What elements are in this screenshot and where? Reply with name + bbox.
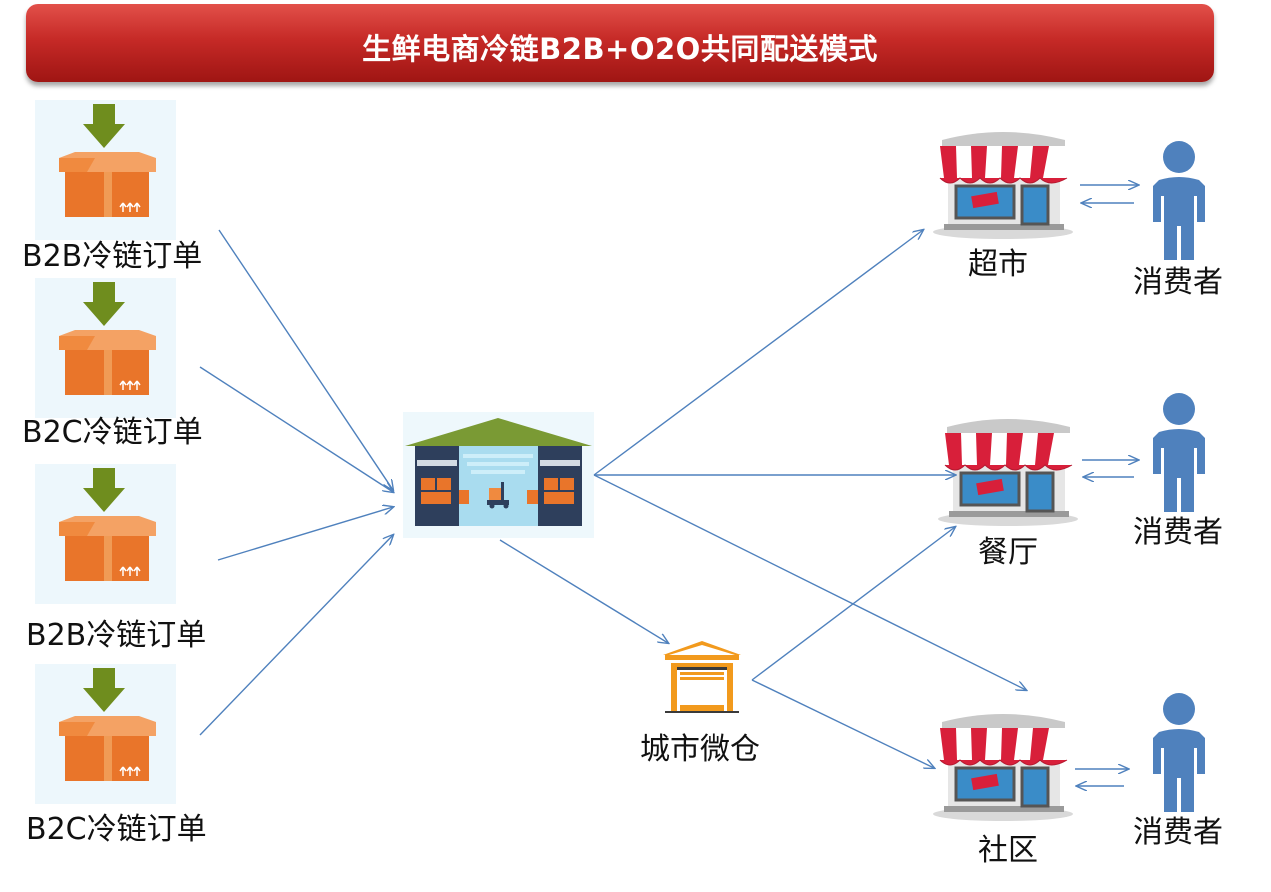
arrow-order3-to-warehouse [217,507,393,561]
order-label-1: B2B冷链订单 [22,239,203,274]
order-box-icon-1 [35,100,176,240]
arrow-order2-to-warehouse [199,366,393,492]
consumer-person-icon-2 [1147,392,1211,514]
order-box-icon-4 [35,664,176,804]
arrow-hub-to-community [751,679,934,768]
store-label-community: 社区 [978,833,1038,868]
consumer-label-3: 消费者 [1133,815,1223,850]
title-banner: 生鲜电商冷链B2B+O2O共同配送模式 [26,4,1214,82]
consumer-label-1: 消费者 [1133,265,1223,300]
city-hub-label: 城市微仓 [640,732,760,767]
store-label-supermarket: 超市 [968,247,1028,282]
arrow-hub-to-restaurant [751,527,955,681]
warehouse-icon [403,412,594,538]
diagram-title: 生鲜电商冷链B2B+O2O共同配送模式 [362,32,878,66]
order-label-4: B2C冷链订单 [26,812,207,847]
city-hub-icon [661,641,743,713]
consumer-person-icon-3 [1147,692,1211,814]
order-box-icon-3 [35,464,176,604]
store-label-restaurant: 餐厅 [978,535,1038,570]
order-label-3: B2B冷链订单 [26,618,207,653]
store-icon-restaurant [935,415,1082,527]
order-label-2: B2C冷链订单 [22,415,203,450]
arrow-warehouse-to-hub [499,539,668,643]
consumer-person-icon-1 [1147,140,1211,262]
arrow-order1-to-warehouse [218,229,393,490]
store-icon-community [930,710,1077,822]
consumer-label-2: 消费者 [1133,515,1223,550]
arrow-order4-to-warehouse [199,535,393,736]
arrow-warehouse-to-community [593,474,1026,690]
arrow-warehouse-to-supermarket [593,230,923,476]
store-icon-supermarket [930,128,1077,240]
order-box-icon-2 [35,278,176,418]
